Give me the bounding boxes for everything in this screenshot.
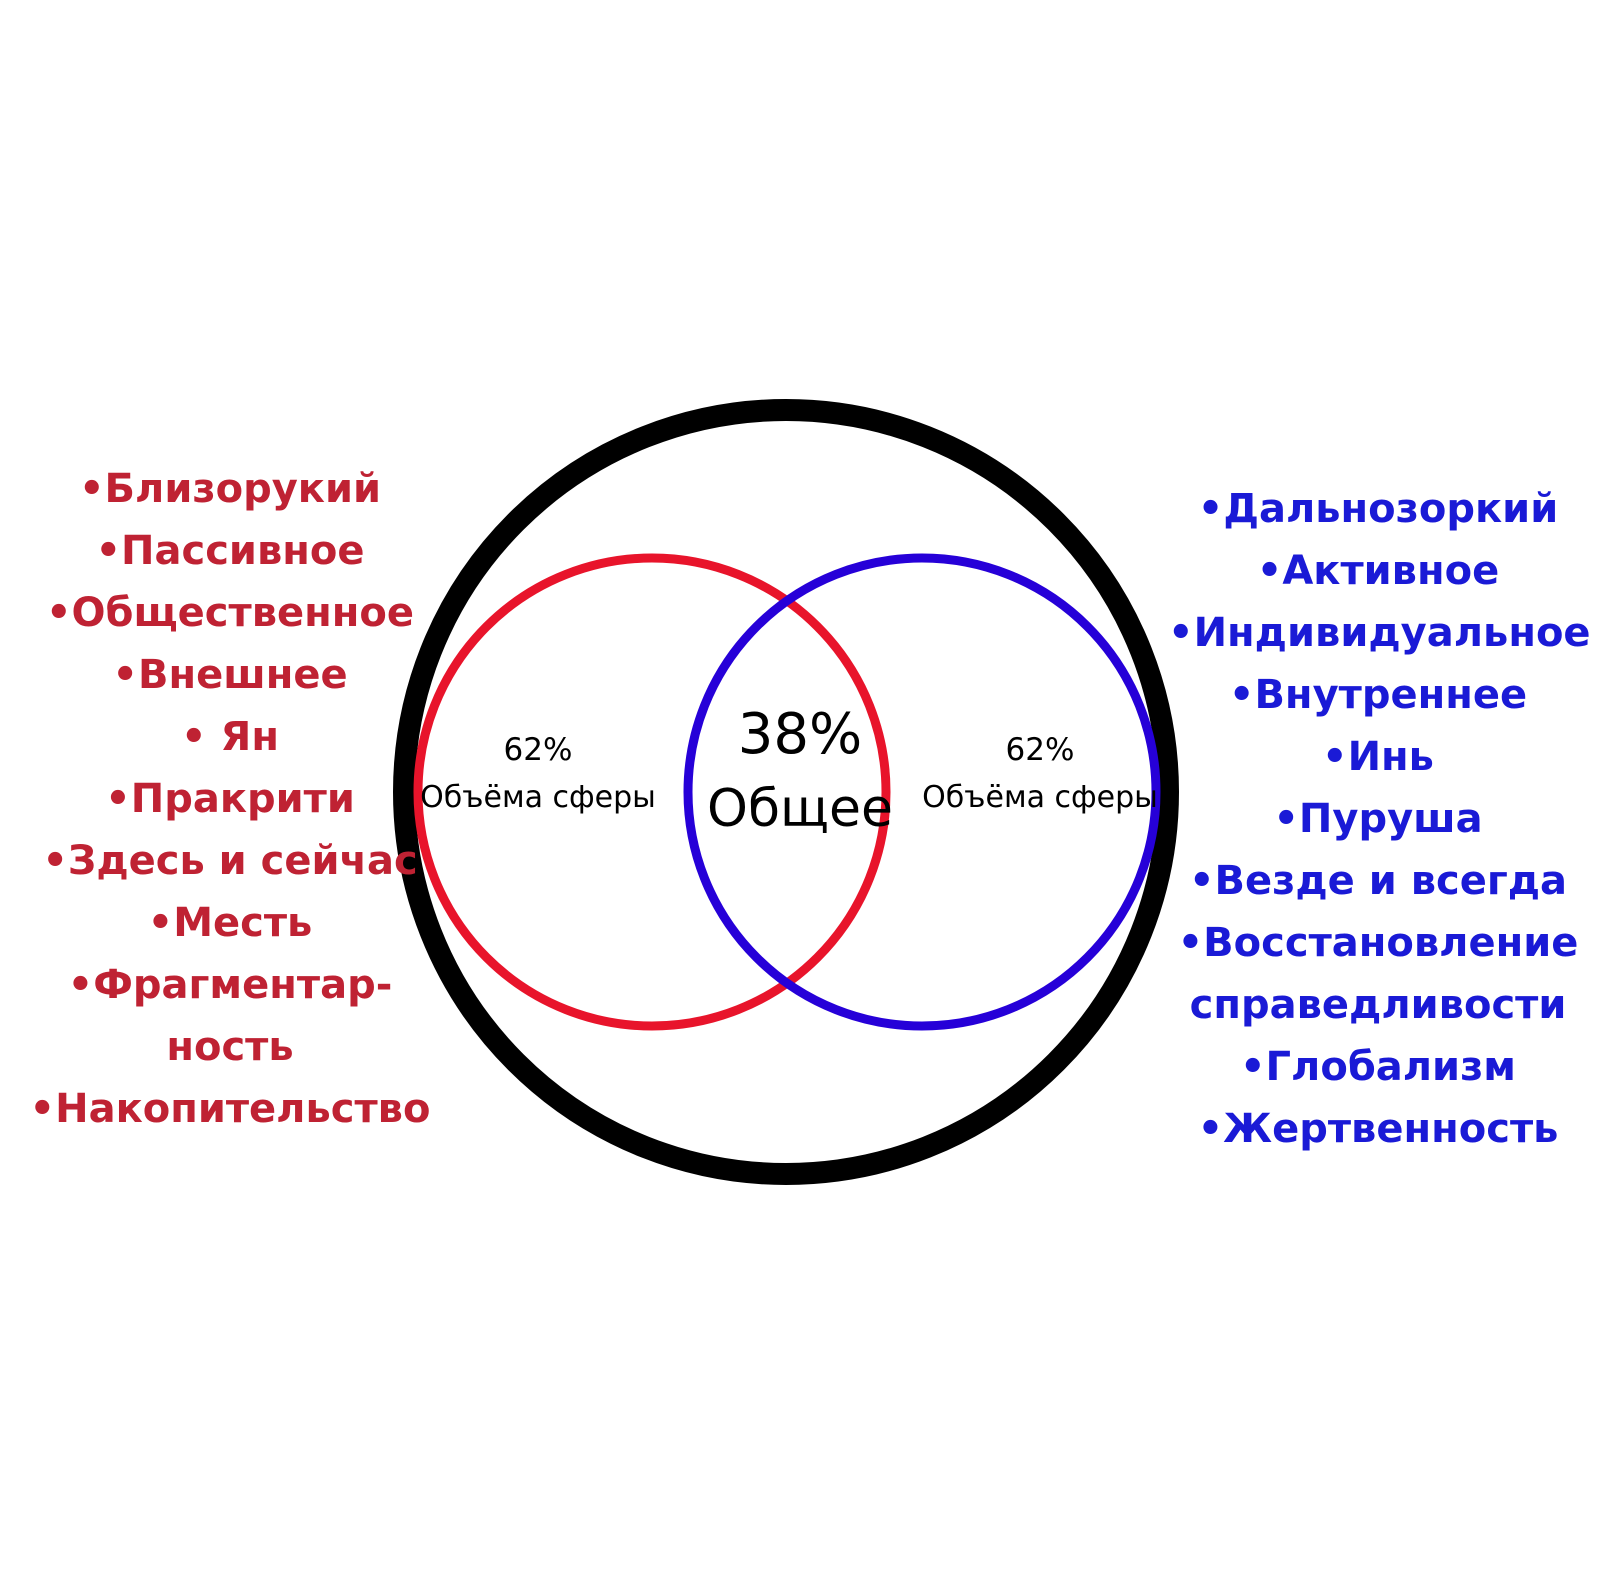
- left-list-item: •Месть: [147, 900, 313, 946]
- right-attribute-list: •Дальнозоркий •Активное •Индивидуальное •Вн…: [1168, 478, 1591, 1160]
- outer-sphere-ring: [393, 399, 1179, 1185]
- left-list-item: •Внешнее: [112, 652, 348, 698]
- center-zone-description: Общее: [707, 779, 893, 839]
- right-list-item: •Пуруша: [1273, 796, 1483, 842]
- right-list-item: •Восстановление: [1177, 920, 1579, 966]
- right-list-item: справедливости: [1189, 982, 1567, 1028]
- left-list-item: •Здесь и сейчас: [42, 838, 418, 884]
- right-zone-percent: 62%: [1005, 732, 1075, 768]
- right-list-item: •Везде и всегда: [1188, 858, 1568, 904]
- right-zone-label: 62% Объёма сферы: [910, 730, 1170, 820]
- right-circle: [683, 553, 1161, 1031]
- right-list-item: •Глобализм: [1239, 1044, 1516, 1090]
- left-attribute-list: •Близорукий •Пассивное •Общественное •Внешн…: [20, 458, 440, 1140]
- left-zone-label: 62% Объёма сферы: [408, 730, 668, 820]
- left-zone-percent: 62%: [503, 732, 573, 768]
- right-list-item: •Внутреннее: [1228, 672, 1528, 718]
- left-list-item: •Фрагментар-: [67, 962, 393, 1008]
- right-list-item: •Индивидуальное: [1168, 610, 1591, 656]
- right-list-item: •Инь: [1322, 734, 1434, 780]
- left-list-item: ность: [166, 1024, 294, 1070]
- center-zone-percent: 38%: [737, 702, 863, 767]
- right-list-item: •Дальнозоркий: [1197, 486, 1559, 532]
- left-list-item: •Близорукий: [78, 466, 381, 512]
- left-zone-description: Объёма сферы: [420, 780, 656, 815]
- right-zone-description: Объёма сферы: [922, 780, 1158, 815]
- right-list-item: •Жертвенность: [1197, 1106, 1559, 1152]
- left-list-item: •Общественное: [45, 590, 415, 636]
- center-zone-label: 38% Общее: [680, 700, 920, 844]
- left-list-item: •Пассивное: [95, 528, 365, 574]
- left-list-item: • Ян: [181, 714, 279, 760]
- left-list-item: •Пракрити: [105, 776, 355, 822]
- right-list-item: •Активное: [1256, 548, 1500, 594]
- left-list-item: •Накопительство: [29, 1086, 431, 1132]
- left-circle: [413, 553, 891, 1031]
